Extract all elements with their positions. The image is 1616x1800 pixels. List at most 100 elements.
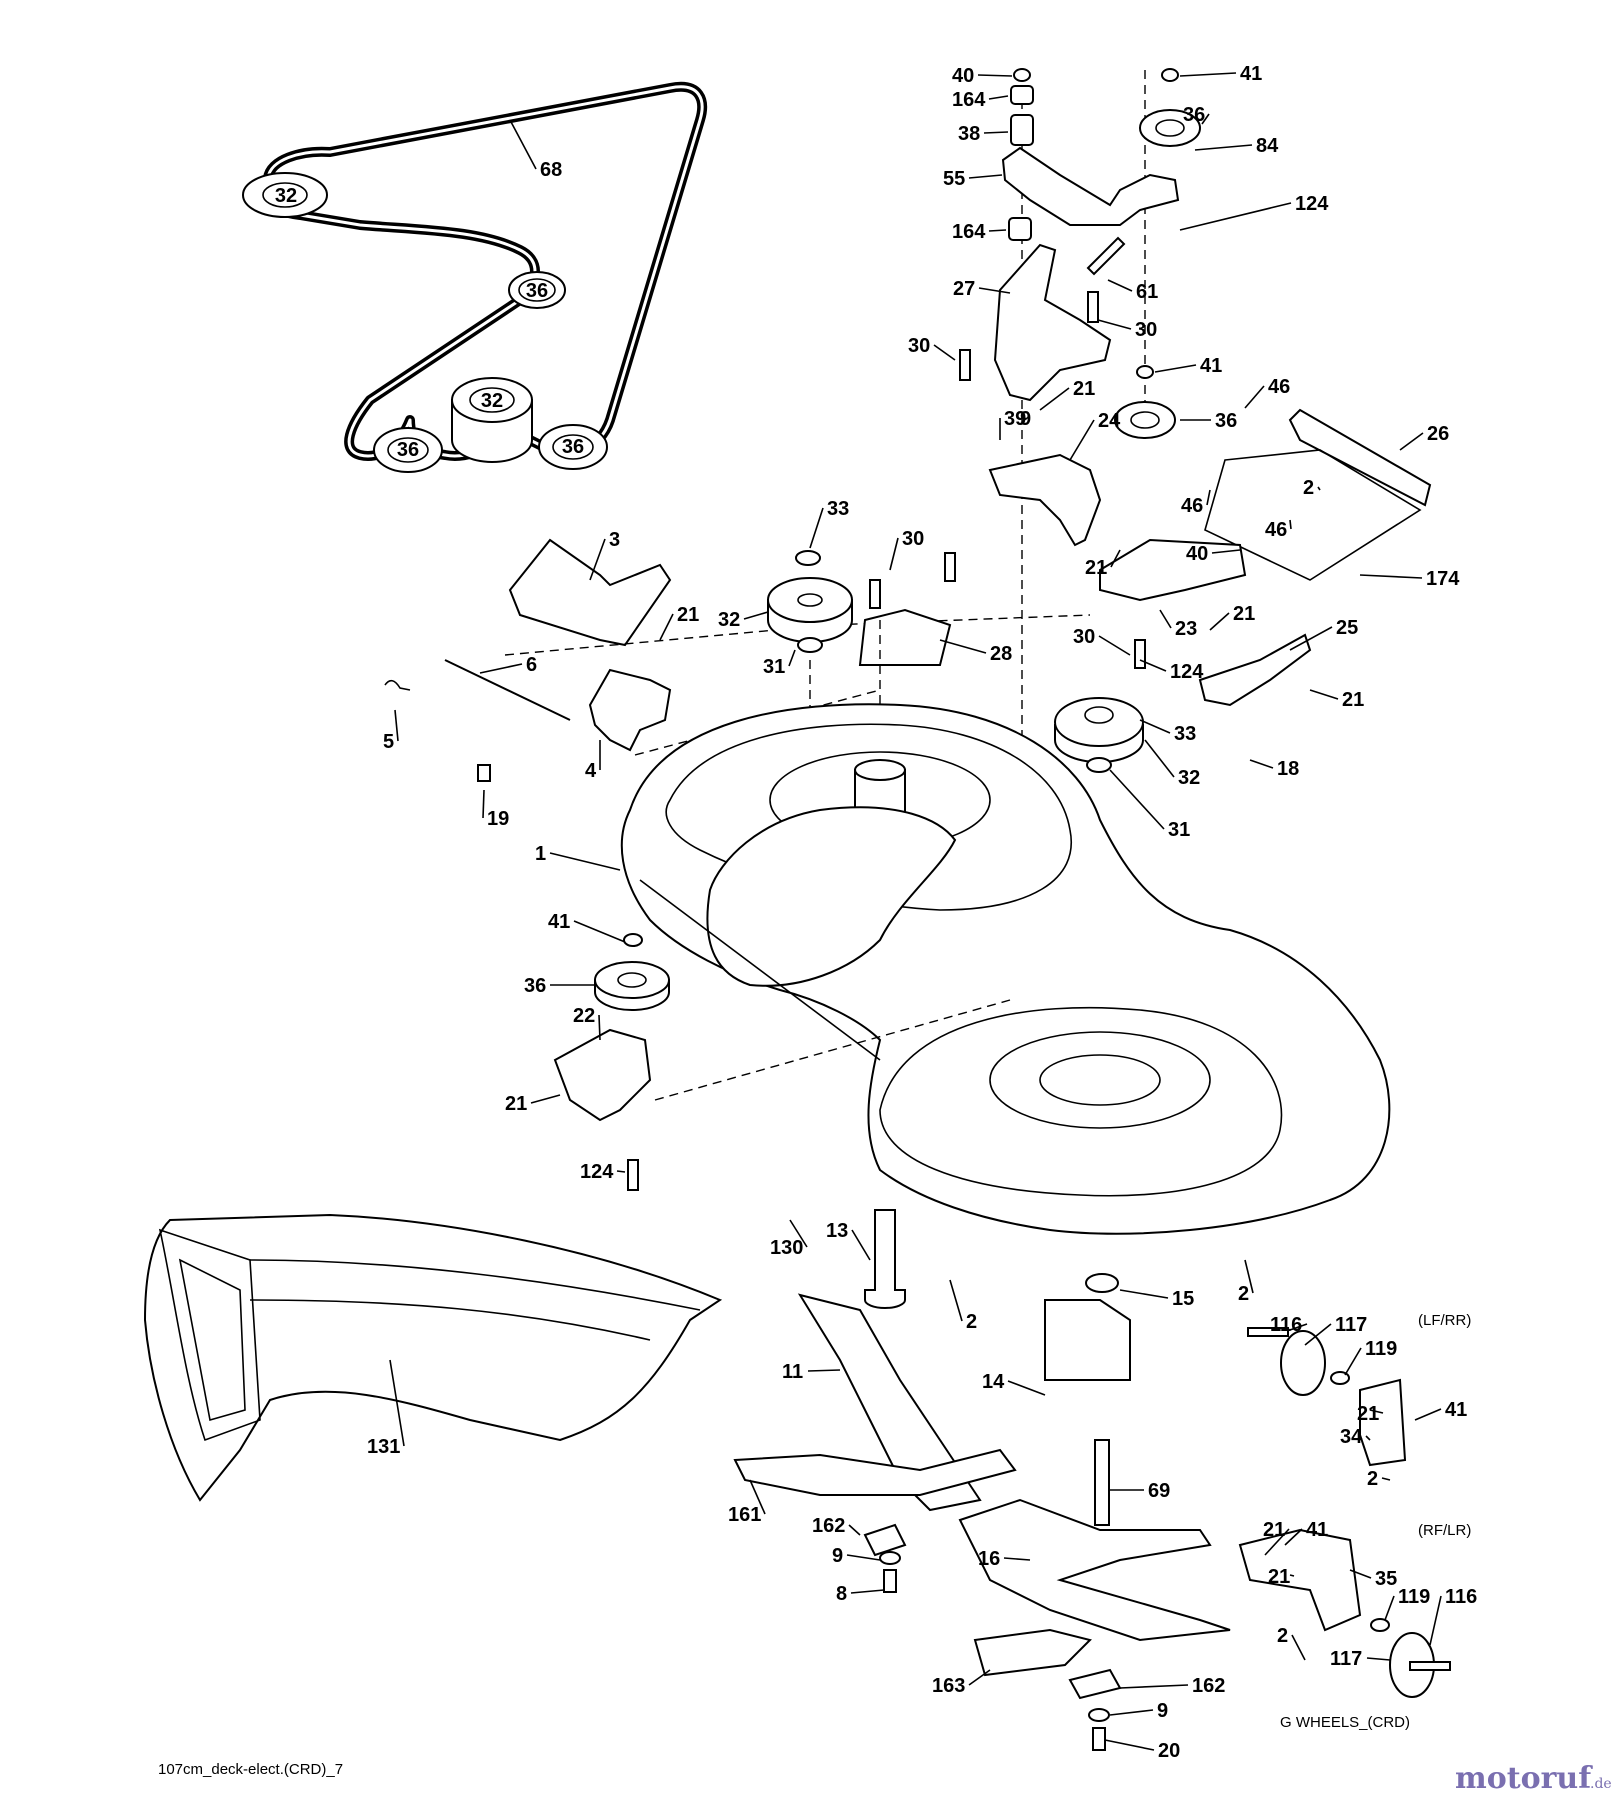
callout-label: 14	[982, 1371, 1005, 1393]
idler-arm-55	[1001, 146, 1180, 226]
leader-line	[1309, 689, 1339, 700]
callout-label: 32	[275, 185, 297, 207]
watermark-logo: motoruf .de	[1455, 1761, 1612, 1796]
callout-label: 116	[1270, 1314, 1302, 1336]
leader-line	[988, 229, 1007, 232]
callout-label: 119	[1365, 1338, 1397, 1360]
callout-label: 2	[1303, 477, 1314, 499]
callout-label: 130	[770, 1237, 803, 1259]
leader-line	[1109, 1709, 1154, 1716]
callout-label: (RF/LR)	[1418, 1522, 1471, 1539]
leader-line	[1119, 1684, 1189, 1689]
bearing-15	[1085, 1273, 1119, 1293]
callout-label: 21	[677, 604, 699, 626]
mower-deck-1	[620, 703, 1391, 1235]
callout-label: 61	[1136, 281, 1158, 303]
callout-label: 4	[585, 760, 597, 782]
leader-line	[1289, 626, 1333, 651]
pulley-32-right	[1054, 697, 1144, 747]
leader-line	[1304, 1323, 1332, 1346]
belt-pulley-36-right	[538, 424, 608, 470]
bolt-30-c	[869, 579, 881, 609]
callout-label: 41	[1445, 1399, 1467, 1421]
callout-label: 41	[1240, 63, 1262, 85]
callout-label: 2	[1238, 1283, 1249, 1305]
leader-line	[1039, 387, 1070, 411]
blade-11	[797, 1293, 982, 1512]
spindle-69	[1094, 1439, 1110, 1526]
callout-label: 18	[1277, 758, 1299, 780]
leader-line	[1206, 489, 1211, 506]
bolt-124-left	[627, 1159, 639, 1191]
nut-41-mid	[1136, 365, 1154, 379]
blade-16	[958, 1498, 1231, 1642]
callout-label: 30	[1073, 626, 1095, 648]
bracket-22	[553, 1028, 652, 1122]
leader-line	[1264, 1528, 1290, 1556]
leader-line	[1107, 279, 1133, 292]
nut-41-left	[623, 933, 643, 947]
spacer-38	[1010, 114, 1034, 146]
hub-14	[1044, 1299, 1131, 1381]
leader-line	[1365, 1435, 1371, 1441]
callout-label: 164	[952, 221, 986, 243]
callout-label: 21	[1263, 1519, 1285, 1541]
callout-label: 8	[836, 1583, 847, 1605]
bracket-27	[993, 243, 1112, 402]
washer-119-upper	[1330, 1371, 1350, 1385]
callout-label: 21	[1085, 557, 1107, 579]
belt-pulley-36-upper	[508, 271, 566, 309]
drawing-id: 107cm_deck-elect.(CRD)_7	[158, 1761, 343, 1778]
callout-label: 124	[1170, 661, 1204, 683]
leader-line	[848, 1524, 861, 1536]
callout-label: 41	[1200, 355, 1222, 377]
callout-label: 162	[812, 1515, 845, 1537]
leader-line	[1381, 1477, 1391, 1481]
pin-5	[384, 679, 411, 691]
bolt-19	[477, 764, 491, 782]
callout-label: 131	[367, 1436, 400, 1458]
leader-line	[1291, 1634, 1306, 1661]
bolt-30-d	[944, 552, 956, 582]
leader-line	[988, 95, 1009, 100]
callout-label: 36	[1215, 410, 1237, 432]
washer-9-a	[879, 1551, 901, 1565]
leader-line	[1384, 1595, 1395, 1621]
callout-label: 19	[487, 808, 509, 830]
spindle-13	[864, 1209, 906, 1309]
leader-line	[1359, 574, 1423, 579]
leader-line	[394, 709, 399, 742]
watermark-brand: motoruf	[1455, 1761, 1593, 1796]
leader-line	[1289, 519, 1292, 530]
leader-line	[1154, 364, 1197, 373]
leader-line	[1349, 1569, 1372, 1579]
callout-label: 9	[832, 1545, 843, 1567]
leader-line	[1159, 609, 1172, 629]
blade-161	[733, 1448, 1017, 1496]
leader-line	[978, 287, 1011, 294]
leader-line	[850, 1589, 885, 1594]
callout-label: 11	[782, 1361, 803, 1383]
callout-label: 20	[1158, 1740, 1180, 1762]
callout-label: (LF/RR)	[1418, 1312, 1471, 1329]
wheels-note: G WHEELS_(CRD)	[1280, 1714, 1410, 1731]
callout-label: 31	[1168, 819, 1190, 841]
callout-label: 124	[1295, 193, 1329, 215]
callout-label: 119	[1398, 1586, 1430, 1608]
leader-line	[1194, 144, 1253, 151]
leader-line	[743, 611, 769, 620]
callout-label: 3	[609, 529, 620, 551]
callout-label: 22	[573, 1005, 595, 1027]
callout-label: 46	[1265, 519, 1287, 541]
leader-line	[509, 119, 537, 170]
callout-label: 38	[958, 123, 980, 145]
leader-line	[749, 1479, 766, 1515]
leader-line	[1249, 759, 1274, 769]
leader-line	[889, 537, 899, 571]
callout-label: 32	[1178, 767, 1200, 789]
leader-line	[659, 613, 674, 641]
leader-line	[1399, 432, 1424, 451]
bolt-30-e	[1134, 639, 1146, 669]
bushing-164-lower	[1008, 217, 1032, 241]
